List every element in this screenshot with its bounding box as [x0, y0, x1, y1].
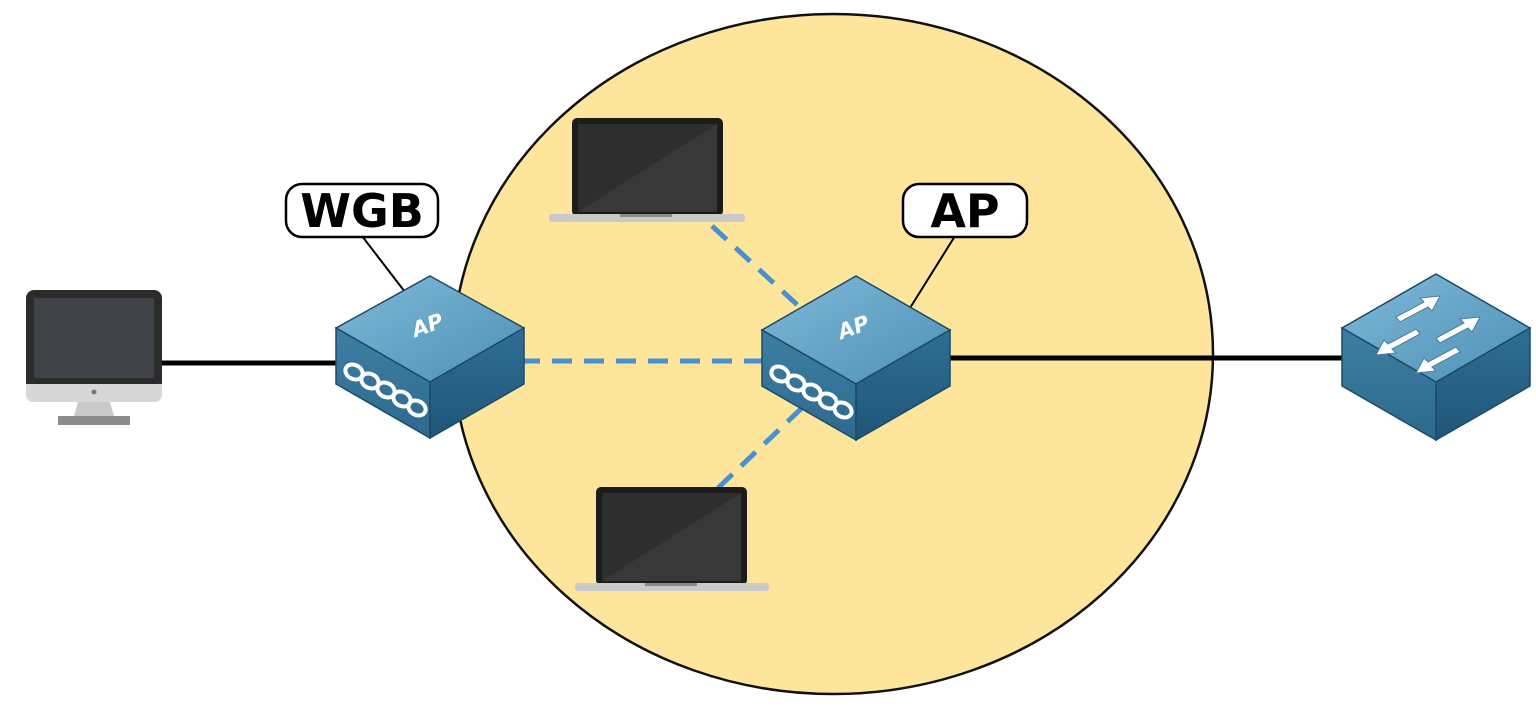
- wgb-callout: WGB: [284, 182, 440, 239]
- desktop-computer-icon: [26, 290, 162, 425]
- switch-icon: [1340, 273, 1532, 442]
- laptop-bottom-icon: [575, 487, 769, 591]
- ap-callout-leader: [909, 235, 956, 309]
- ap-access-point-icon: AP: [760, 275, 952, 442]
- ap-antenna-chain-icon: [769, 364, 854, 420]
- wgb-access-point-icon: AP: [334, 275, 526, 440]
- wgb-antenna-chain-icon: [343, 362, 428, 418]
- ap-callout: AP: [901, 182, 1029, 239]
- wgb-callout-leader: [361, 235, 406, 293]
- wireless-link-laptop-top-ap: [710, 224, 807, 314]
- laptop-top-icon: [549, 118, 745, 222]
- wireless-link-laptop-bottom-ap: [716, 403, 807, 490]
- ap-callout-text: AP: [930, 184, 999, 238]
- switch-arrows-icon: [1375, 295, 1481, 374]
- wgb-callout-text: WGB: [300, 184, 424, 238]
